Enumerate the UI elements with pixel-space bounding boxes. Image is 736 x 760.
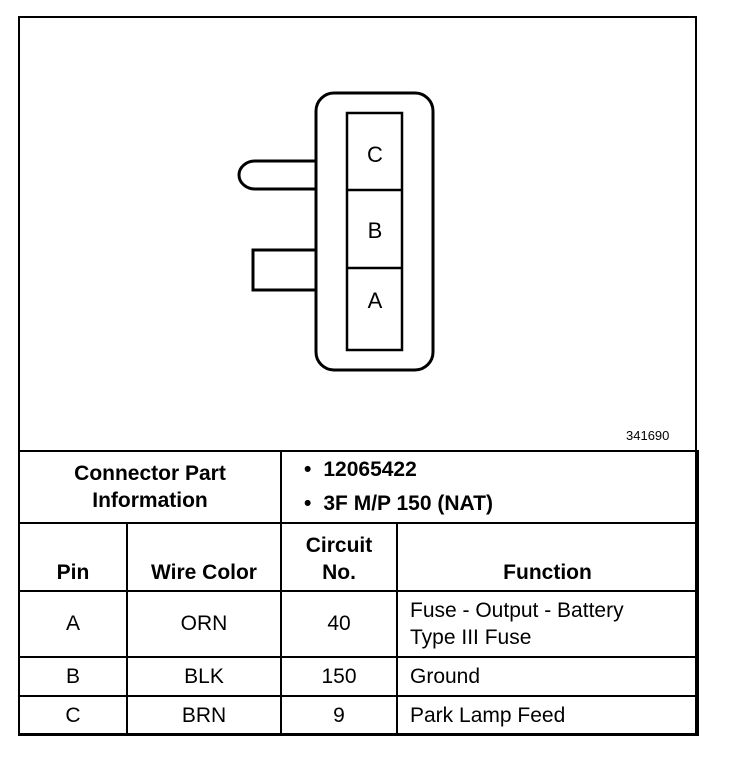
connector-table: Connector Part Information 12065422 3F M… [18, 450, 700, 736]
part-info-row: Connector Part Information 12065422 3F M… [18, 450, 700, 524]
table-row: B BLK 150 Ground [18, 656, 700, 697]
table-row: A ORN 40 Fuse - Output - Battery Type II… [18, 590, 700, 658]
part-info-values: 12065422 3F M/P 150 (NAT) [279, 450, 700, 524]
connector-housing [314, 91, 435, 372]
wire-color-cell: BLK [126, 656, 282, 697]
pin-cell: C [18, 695, 128, 736]
part-info-label-line1: Connector Part [74, 462, 226, 485]
part-description: 3F M/P 150 (NAT) [304, 487, 697, 521]
pin-cell: B [18, 656, 128, 697]
function-cell: Fuse - Output - Battery Type III Fuse [395, 590, 700, 658]
table-row: C BRN 9 Park Lamp Feed [18, 695, 700, 736]
part-info-label-line2: Information [92, 489, 208, 512]
col-header-circuit-line2: No. [322, 561, 356, 584]
cavity-label-b: B [368, 218, 383, 243]
figure-id: 341690 [626, 428, 670, 443]
col-header-circuit-line1: Circuit [305, 534, 373, 557]
function-line2: Type III Fuse [410, 626, 532, 649]
function-line1: Fuse - Output - Battery [410, 599, 624, 622]
cavity-column [345, 111, 404, 352]
col-header-function: Function [395, 522, 700, 592]
col-header-circuit: Circuit No. [280, 522, 398, 592]
pin-cell: A [18, 590, 128, 658]
circuit-cell: 150 [280, 656, 398, 697]
connector-key [251, 248, 316, 292]
function-cell: Ground [395, 656, 700, 697]
connector-latch [237, 159, 316, 191]
wire-color-cell: BRN [126, 695, 282, 736]
circuit-cell: 9 [280, 695, 398, 736]
cavity-label-c: C [367, 142, 383, 167]
part-info-label: Connector Part Information [18, 450, 282, 524]
wire-color-cell: ORN [126, 590, 282, 658]
col-header-pin: Pin [18, 522, 128, 592]
connector-drawing: C B A [237, 91, 435, 372]
circuit-cell: 40 [280, 590, 398, 658]
col-header-wire-color: Wire Color [126, 522, 282, 592]
part-number: 12065422 [304, 453, 697, 487]
column-header-row: Pin Wire Color Circuit No. Function [18, 522, 700, 592]
cavity-label-a: A [368, 288, 383, 313]
function-cell: Park Lamp Feed [395, 695, 700, 736]
